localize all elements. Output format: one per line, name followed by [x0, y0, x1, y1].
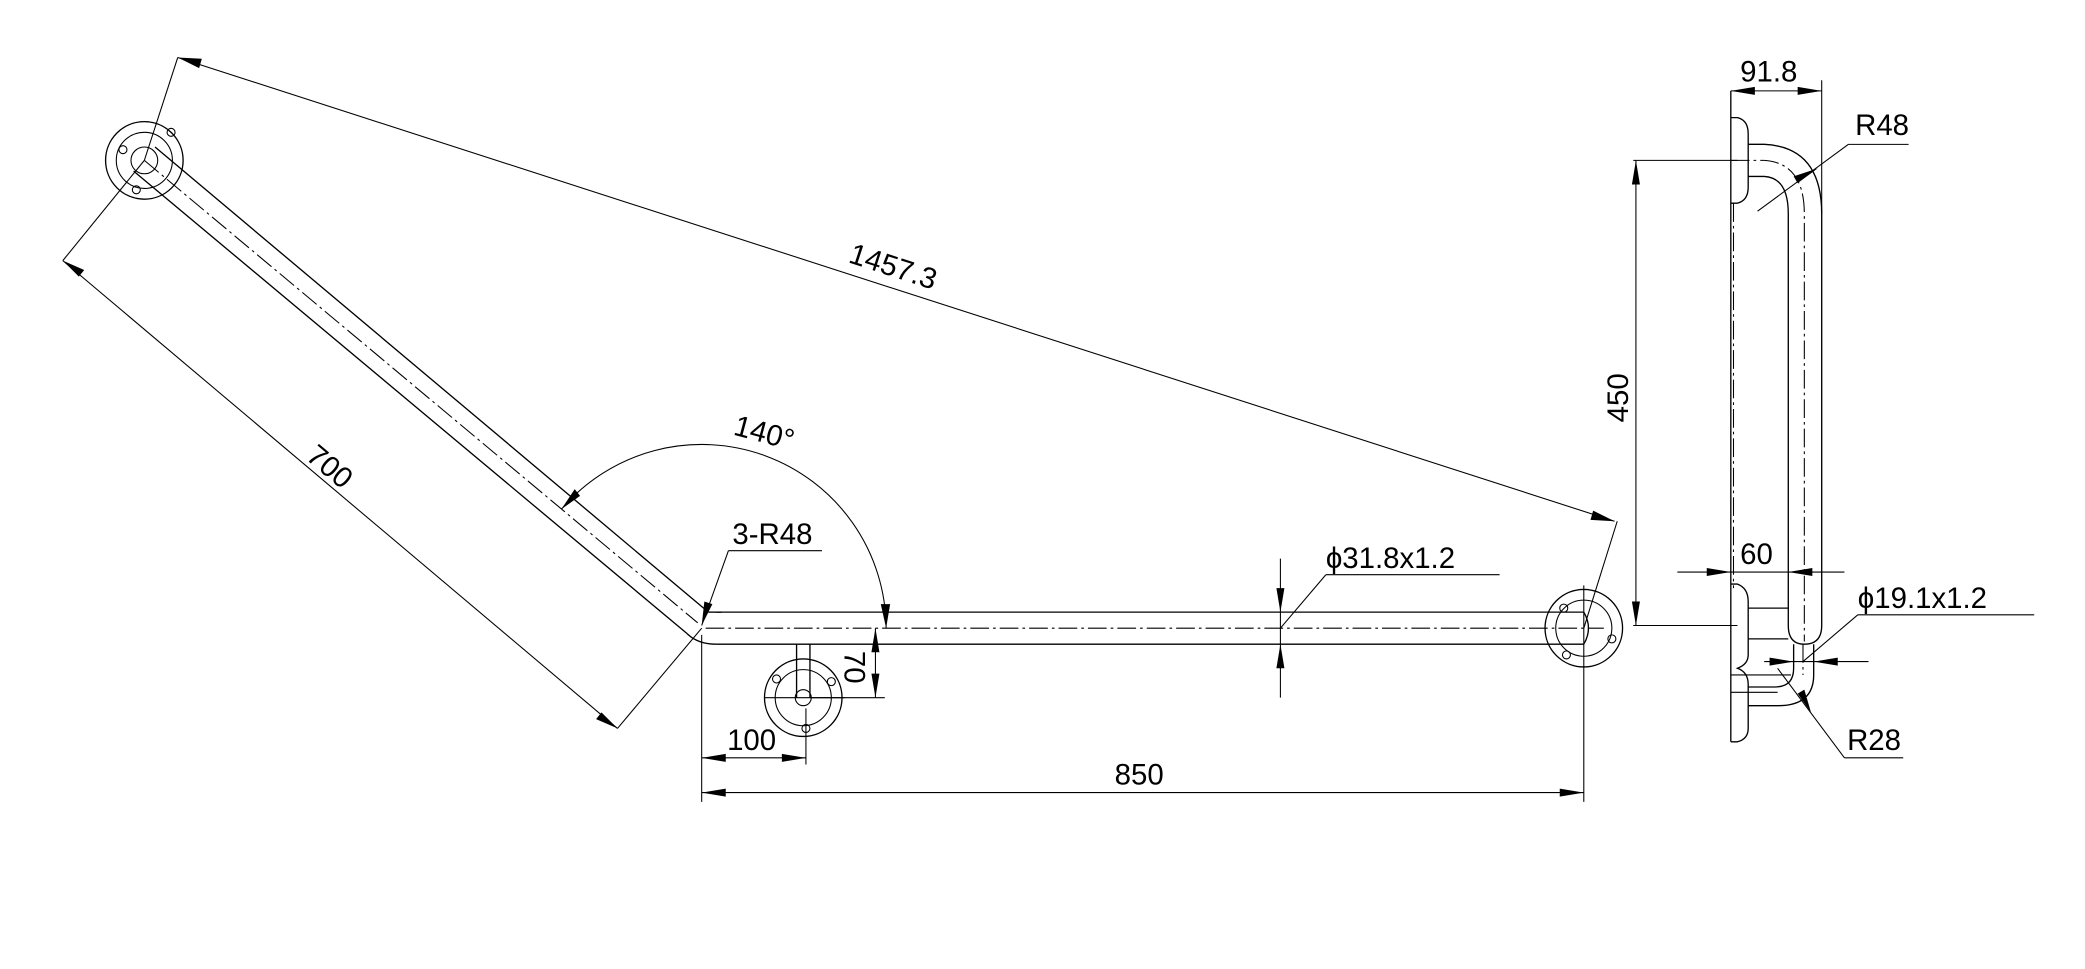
leader-r48: R48	[1757, 109, 1909, 212]
dimension-450: 450	[1602, 159, 1738, 627]
support-leg	[763, 644, 845, 738]
dim-70-label: 70	[838, 651, 871, 684]
tube-spec-label: ϕ31.8x1.2	[1326, 542, 1455, 575]
side-view: 91.8 R48 450 60	[1602, 56, 2035, 759]
left-wall-flange	[104, 120, 184, 200]
dimension-91-8: 91.8	[1730, 56, 1823, 214]
diagonal-tube	[133, 146, 722, 645]
dimension-60: 60	[1677, 538, 1845, 577]
right-wall-flange	[1544, 585, 1624, 802]
side-main-tube	[1748, 143, 1823, 645]
dim-60-label: 60	[1740, 538, 1773, 571]
dimension-angle: 140°	[560, 409, 891, 629]
front-view: 1457.3 700 140° 3-R48	[62, 56, 1624, 802]
leader-r28: R28	[1777, 667, 1904, 759]
r28-label: R28	[1847, 724, 1901, 757]
bend-radius-label: 3-R48	[732, 518, 812, 551]
dimension-70: 70	[809, 628, 885, 699]
dim-100-label: 100	[727, 724, 776, 757]
dimension-tube-diameter: ϕ31.8x1.2	[1276, 542, 1500, 698]
dim-1457-label: 1457.3	[845, 237, 941, 296]
dimension-support-tube: ϕ19.1x1.2	[1764, 582, 2035, 666]
dim-91-8-label: 91.8	[1740, 56, 1797, 89]
side-bottom-flange	[1730, 583, 1749, 743]
dim-angle-label: 140°	[731, 409, 798, 457]
dimension-700: 700	[62, 160, 703, 729]
dimension-100: 100	[701, 634, 807, 802]
support-tube-spec-label: ϕ19.1x1.2	[1858, 582, 1987, 615]
dim-850-label: 850	[1115, 759, 1164, 792]
horizontal-tube	[705, 611, 1604, 645]
dimension-850: 850	[701, 759, 1584, 797]
leader-bend-radius: 3-R48	[701, 518, 822, 626]
dim-450-label: 450	[1602, 373, 1635, 422]
dim-700-label: 700	[300, 439, 359, 496]
r48-label: R48	[1855, 109, 1909, 142]
